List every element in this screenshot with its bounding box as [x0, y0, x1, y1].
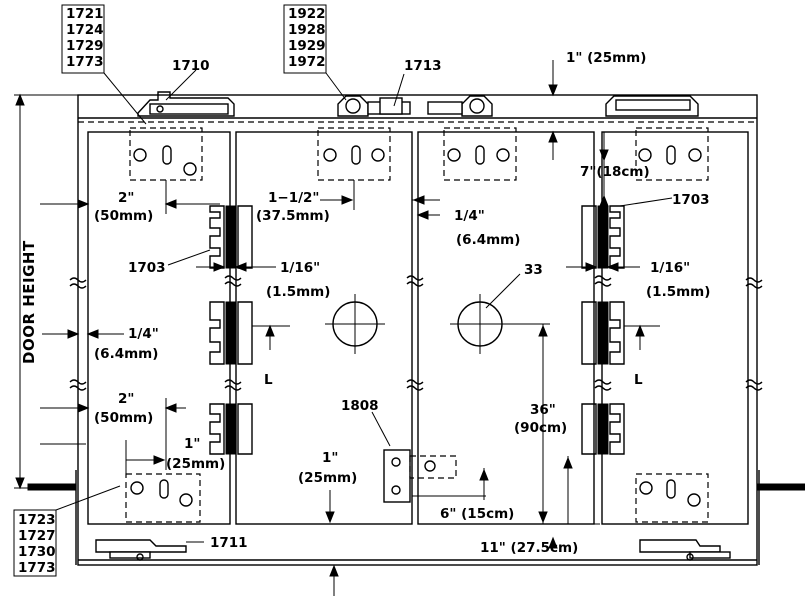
hinges-right	[581, 205, 625, 455]
dim-7in: 7"(18cm)	[580, 164, 650, 180]
dim-11in: 11" (27.5cm)	[480, 540, 578, 556]
centerline-right: L	[634, 372, 643, 388]
dim-6-4mm-center: (6.4mm)	[456, 232, 520, 248]
label-33: 33	[524, 262, 543, 278]
label-1773: 1773	[66, 54, 104, 70]
door-panel-3	[417, 131, 595, 525]
door-height-label: DOOR HEIGHT	[20, 240, 38, 364]
dim-quarter-left: 1/4"	[128, 326, 159, 342]
dim-quarter-center: 1/4"	[454, 208, 485, 224]
dim-50mm-top: (50mm)	[94, 208, 153, 224]
label-1721: 1721	[66, 6, 104, 22]
label-1703-left: 1703	[128, 260, 166, 276]
frame	[77, 94, 758, 566]
label-1730: 1730	[18, 544, 56, 560]
label-1773-bottom: 1773	[18, 560, 56, 576]
label-1729: 1729	[66, 38, 104, 54]
dim-50mm-bottom: (50mm)	[94, 410, 153, 426]
label-1723: 1723	[18, 512, 56, 528]
dim-1-5in: 1−1/2"	[268, 190, 319, 206]
label-1724: 1724	[66, 22, 104, 38]
knobs	[325, 294, 550, 354]
latch-1808	[383, 449, 457, 503]
bottom-pivot-plates	[125, 473, 709, 523]
dim-6in: 6" (15cm)	[440, 506, 514, 522]
hinges-left	[209, 205, 253, 455]
dim-1-16-left: 1/16"	[280, 260, 320, 276]
top-hardware	[137, 91, 699, 117]
dim-top-gap: 1" (25mm)	[566, 50, 646, 66]
dimension-lines	[14, 60, 660, 596]
leader-lines	[13, 4, 673, 577]
dim-1-5mm-left: (1.5mm)	[266, 284, 330, 300]
break-marks	[69, 275, 763, 391]
callout-group-bottom-left: 1723 1727 1730 1773	[18, 512, 56, 576]
label-1727: 1727	[18, 528, 56, 544]
label-1713: 1713	[404, 58, 442, 74]
callout-group-top-center: 1922 1928 1929 1972	[288, 6, 326, 70]
label-1922: 1922	[288, 6, 326, 22]
label-1928: 1928	[288, 22, 326, 38]
dim-25mm-bottom-left: (25mm)	[166, 456, 225, 472]
label-1710: 1710	[172, 58, 210, 74]
dim-1-16-right: 1/16"	[650, 260, 690, 276]
label-1929: 1929	[288, 38, 326, 54]
dim-90cm: (90cm)	[514, 420, 567, 436]
dim-1in-bottom-left: 1"	[184, 436, 200, 452]
centerline-left: L	[264, 372, 273, 388]
callout-group-top-left: 1721 1724 1729 1773	[66, 6, 104, 70]
label-1711: 1711	[210, 535, 248, 551]
dim-2in-top: 2"	[118, 190, 134, 206]
dim-1-5mm-right: (1.5mm)	[646, 284, 710, 300]
dim-6-4mm-left: (6.4mm)	[94, 346, 158, 362]
dim-36in: 36"	[530, 402, 556, 418]
dim-1in-center: 1"	[322, 450, 338, 466]
dim-25mm-center: (25mm)	[298, 470, 357, 486]
label-1972: 1972	[288, 54, 326, 70]
dim-2in-bottom: 2"	[118, 391, 134, 407]
dim-37-5mm: (37.5mm)	[256, 208, 330, 224]
label-1808: 1808	[341, 398, 379, 414]
wall-screws	[27, 483, 805, 491]
label-1703-right: 1703	[672, 192, 710, 208]
bottom-hardware	[75, 470, 760, 565]
